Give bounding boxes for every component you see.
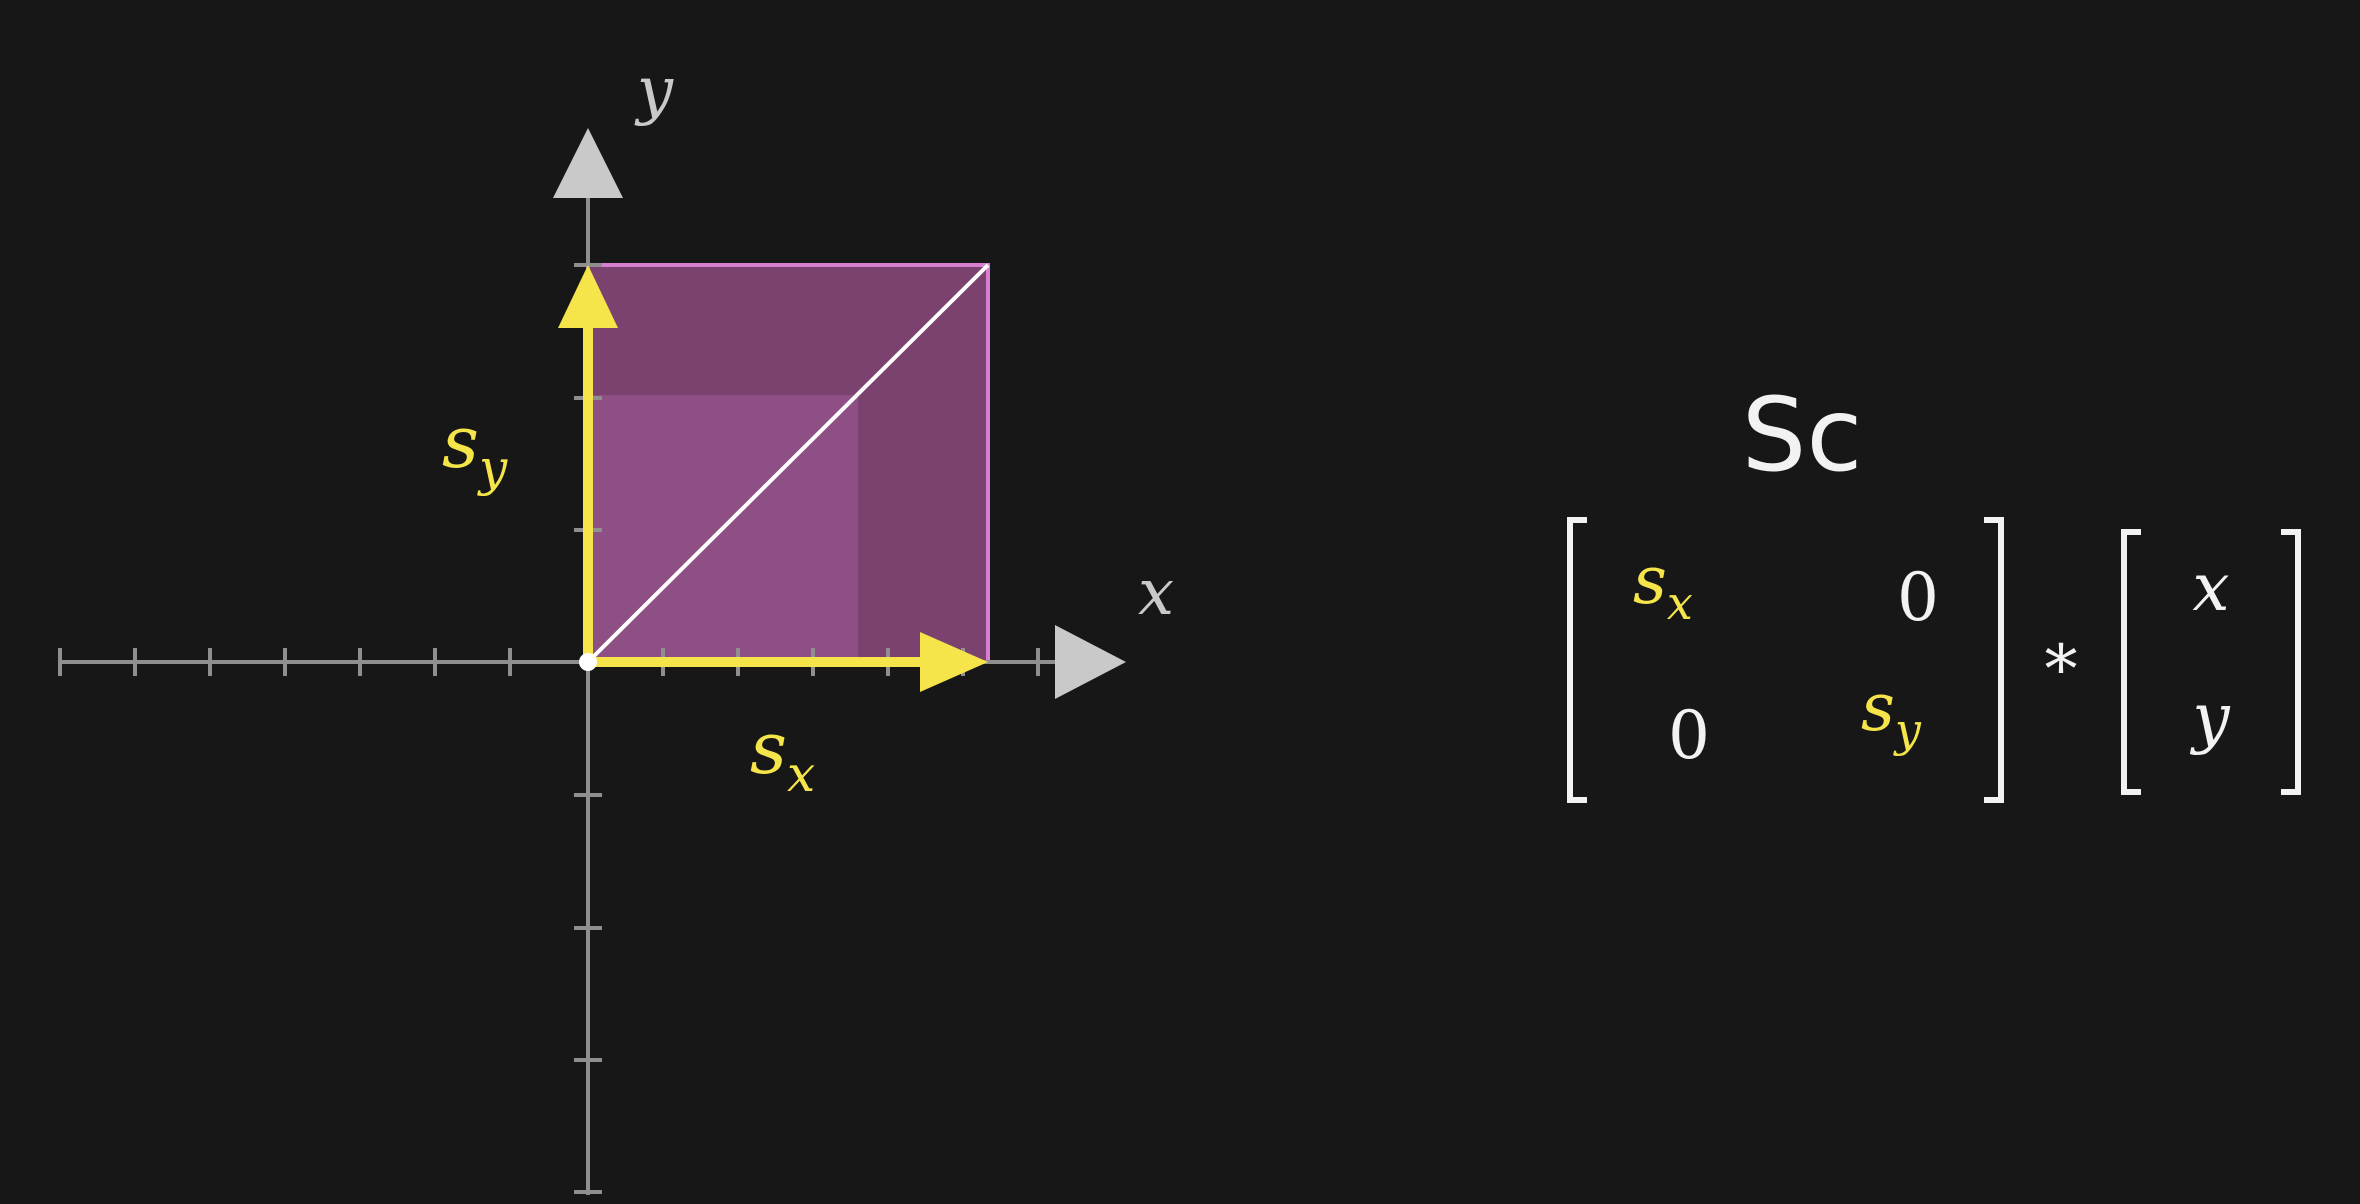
y-axis-arrow-icon bbox=[553, 128, 623, 198]
vector-entry-top: x bbox=[2192, 549, 2229, 626]
matrix-left-bracket bbox=[1567, 517, 1587, 803]
matrix-entry-r1c2: 0 bbox=[1897, 559, 1939, 636]
matrix-right-bracket bbox=[1984, 517, 2004, 803]
matrix-entry-r1c1: sx bbox=[1633, 542, 1693, 630]
square-diagonal bbox=[586, 263, 990, 664]
vector-left-bracket bbox=[2121, 529, 2141, 795]
y-axis-label: y bbox=[634, 54, 674, 128]
scaling-equation: Sc sx 0 0 sy * x y bbox=[1567, 376, 2301, 803]
vector-right-bracket bbox=[2281, 529, 2301, 795]
equation-title: Sc bbox=[1742, 376, 1863, 495]
basis-vectors bbox=[558, 265, 988, 692]
coordinate-axes bbox=[58, 128, 1126, 1195]
y-scale-label: sy bbox=[442, 400, 508, 497]
scaled-square bbox=[586, 263, 990, 664]
matrix-entry-r2c2: sy bbox=[1861, 669, 1922, 757]
matrix-entry-r2c1: 0 bbox=[1668, 697, 1710, 774]
x-scale-label: sx bbox=[750, 706, 815, 803]
multiplication-operator: * bbox=[2045, 631, 2078, 708]
y-scale-vector-arrow-icon bbox=[558, 265, 618, 328]
x-axis-label: x bbox=[1138, 556, 1174, 630]
vector-entry-bottom: y bbox=[2189, 679, 2230, 756]
origin-point bbox=[579, 653, 597, 671]
x-axis-arrow-icon bbox=[1055, 625, 1126, 699]
x-scale-vector-arrow-icon bbox=[920, 632, 988, 692]
